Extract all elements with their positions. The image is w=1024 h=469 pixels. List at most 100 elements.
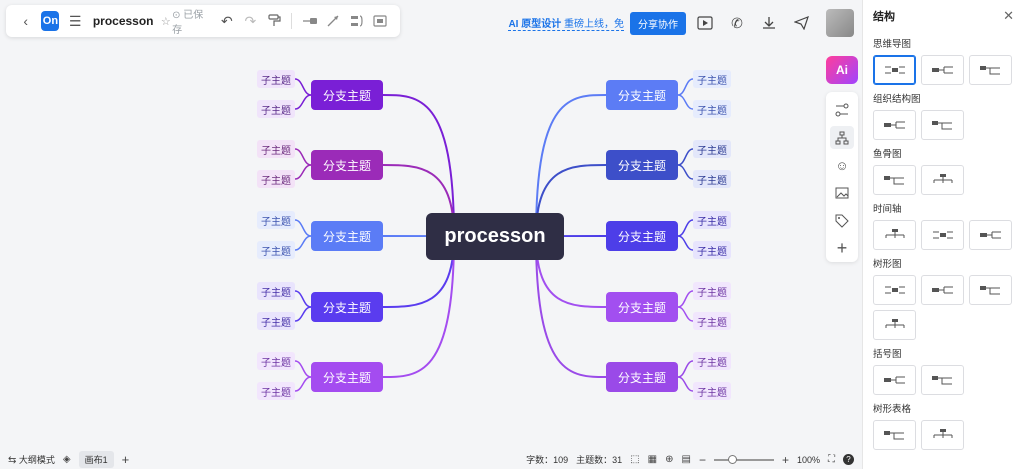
subtopic[interactable]: 子主题 xyxy=(257,241,295,259)
subtopic[interactable]: 子主题 xyxy=(257,382,295,400)
processon-logo[interactable]: On xyxy=(41,11,60,31)
structure-option[interactable] xyxy=(921,220,964,250)
fullscreen-icon[interactable]: ⛶ xyxy=(828,454,835,465)
subtopic[interactable]: 子主题 xyxy=(257,140,295,158)
branch-topic[interactable]: 分支主题 xyxy=(311,150,383,180)
structure-option[interactable] xyxy=(873,220,916,250)
panel-section-title: 思维导图 xyxy=(873,39,912,50)
subtopic[interactable]: 子主题 xyxy=(693,241,731,259)
call-icon[interactable]: ✆ xyxy=(731,14,743,31)
connector-line xyxy=(294,219,312,237)
format-painter-icon[interactable] xyxy=(262,8,285,34)
ai-button[interactable]: Ai xyxy=(826,56,858,84)
share-button[interactable]: 分享协作 xyxy=(630,11,686,35)
send-icon[interactable] xyxy=(788,12,814,34)
layout-icon[interactable]: ▦ xyxy=(647,454,658,465)
relation-line-icon[interactable] xyxy=(322,8,345,34)
connector-line xyxy=(294,148,312,166)
subtopic[interactable]: 子主题 xyxy=(693,70,731,88)
layers-icon[interactable]: ◈ xyxy=(62,454,71,465)
subtopic[interactable]: 子主题 xyxy=(257,282,295,300)
insert-topic-icon[interactable] xyxy=(298,8,321,34)
structure-option[interactable] xyxy=(921,110,964,140)
boundary-icon[interactable] xyxy=(369,8,392,34)
sheet-tab[interactable]: 画布1 xyxy=(78,451,114,468)
zoom-slider[interactable] xyxy=(713,454,774,464)
map-icon[interactable]: ▤ xyxy=(681,454,691,465)
root-topic[interactable]: processon xyxy=(426,213,564,260)
connector-line xyxy=(294,164,312,180)
close-icon[interactable]: ✕ xyxy=(1003,8,1014,23)
tag-icon[interactable] xyxy=(830,209,854,233)
emoji-icon[interactable]: ☺ xyxy=(835,157,849,173)
menu-icon[interactable]: ☰ xyxy=(68,12,82,29)
structure-option[interactable] xyxy=(969,275,1012,305)
star-icon[interactable]: ☆ xyxy=(160,15,171,28)
panel-section-title: 时间轴 xyxy=(873,204,902,215)
connector-line xyxy=(294,306,312,322)
structure-option[interactable] xyxy=(873,275,916,305)
subtopic[interactable]: 子主题 xyxy=(693,312,731,330)
document-title[interactable]: processon xyxy=(92,14,154,28)
avatar[interactable] xyxy=(826,9,854,37)
structure-option[interactable] xyxy=(873,365,916,395)
structure-option[interactable] xyxy=(921,165,964,195)
connector-line xyxy=(677,235,694,251)
promo-link[interactable]: AI 原型设计 重磅上线，免 xyxy=(508,15,624,31)
subtopic[interactable]: 子主题 xyxy=(257,70,295,88)
branch-topic[interactable]: 分支主题 xyxy=(606,150,678,180)
structure-option[interactable] xyxy=(873,310,916,340)
present-icon[interactable] xyxy=(692,12,718,34)
branch-topic[interactable]: 分支主题 xyxy=(606,292,678,322)
add-sheet-icon[interactable]: + xyxy=(121,452,130,467)
subtopic[interactable]: 子主题 xyxy=(257,312,295,330)
locate-icon[interactable]: ⊕ xyxy=(665,454,674,465)
structure-option[interactable] xyxy=(873,55,916,85)
add-icon[interactable]: + xyxy=(836,237,848,258)
structure-option[interactable] xyxy=(921,55,964,85)
structure-option[interactable] xyxy=(969,55,1012,85)
structure-option[interactable] xyxy=(921,420,964,450)
select-icon[interactable]: ⬚ xyxy=(630,454,640,465)
structure-icon[interactable] xyxy=(830,125,854,150)
connector-style-icon[interactable] xyxy=(830,98,854,122)
subtopic[interactable]: 子主题 xyxy=(257,211,295,229)
connector-line xyxy=(294,94,312,110)
structure-option[interactable] xyxy=(921,365,964,395)
outline-mode-button[interactable]: ⇆ 大纲模式 xyxy=(8,455,55,466)
zoom-out-icon[interactable]: − xyxy=(698,452,706,467)
redo-icon[interactable]: ↷ xyxy=(244,12,257,29)
download-icon[interactable] xyxy=(756,12,782,34)
connector-line xyxy=(535,236,607,378)
zoom-in-icon[interactable]: + xyxy=(781,452,789,467)
undo-icon[interactable]: ↶ xyxy=(221,12,233,29)
subtopic[interactable]: 子主题 xyxy=(693,140,731,158)
structure-option[interactable] xyxy=(873,110,916,140)
structure-option[interactable] xyxy=(969,220,1012,250)
structure-option[interactable] xyxy=(921,275,964,305)
branch-topic[interactable]: 分支主题 xyxy=(311,362,383,392)
subtopic[interactable]: 子主题 xyxy=(693,100,731,118)
zoom-knob[interactable] xyxy=(727,454,737,464)
subtopic[interactable]: 子主题 xyxy=(257,170,295,188)
subtopic[interactable]: 子主题 xyxy=(693,282,731,300)
help-icon[interactable]: ? xyxy=(843,454,854,465)
branch-topic[interactable]: 分支主题 xyxy=(311,221,383,251)
subtopic[interactable]: 子主题 xyxy=(693,352,731,370)
subtopic[interactable]: 子主题 xyxy=(693,170,731,188)
image-icon[interactable] xyxy=(830,181,854,205)
branch-topic[interactable]: 分支主题 xyxy=(606,221,678,251)
summary-icon[interactable] xyxy=(345,8,368,34)
structure-option[interactable] xyxy=(873,165,916,195)
subtopic[interactable]: 子主题 xyxy=(257,352,295,370)
structure-option[interactable] xyxy=(873,420,916,450)
branch-topic[interactable]: 分支主题 xyxy=(606,80,678,110)
branch-topic[interactable]: 分支主题 xyxy=(606,362,678,392)
back-icon[interactable]: ‹ xyxy=(23,13,29,29)
branch-topic[interactable]: 分支主题 xyxy=(311,292,383,322)
branch-topic[interactable]: 分支主题 xyxy=(311,80,383,110)
subtopic[interactable]: 子主题 xyxy=(257,100,295,118)
subtopic[interactable]: 子主题 xyxy=(693,382,731,400)
subtopic[interactable]: 子主题 xyxy=(693,211,731,229)
